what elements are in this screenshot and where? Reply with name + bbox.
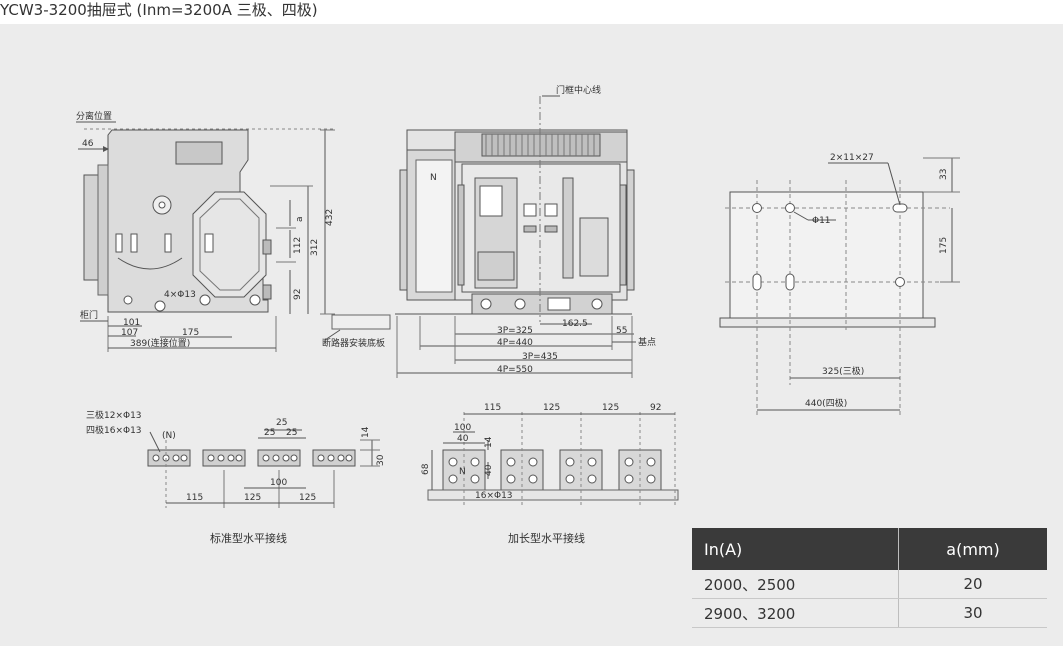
caption-std: 标准型水平接线 bbox=[210, 531, 287, 545]
dim-440-4p: 440(四极) bbox=[805, 397, 847, 409]
dim-3p-435: 3P=435 bbox=[522, 352, 558, 362]
label-n-front: N bbox=[430, 173, 437, 183]
dim-4p-550: 4P=550 bbox=[497, 365, 533, 375]
dim-107: 107 bbox=[121, 328, 138, 338]
label-mount-base: 断路器安装底板 bbox=[322, 337, 385, 349]
dim-432: 432 bbox=[325, 209, 335, 226]
dim-std-125-2: 125 bbox=[299, 493, 316, 503]
caption-ext: 加长型水平接线 bbox=[508, 531, 585, 545]
dim-std-14: 14 bbox=[361, 426, 371, 438]
dim-3p-325: 3P=325 bbox=[497, 326, 533, 336]
label-ext-holes: 16×Φ13 bbox=[475, 491, 513, 501]
page-title: YCW3-3200抽屉式 (Inm=3200A 三极、四极) bbox=[0, 1, 318, 19]
dim-162-5: 162.5 bbox=[562, 319, 588, 329]
dim-175-mount: 175 bbox=[939, 237, 949, 254]
dim-ext-14: 14 bbox=[484, 436, 494, 448]
table-cell-in: 2900、3200 bbox=[692, 598, 899, 628]
table-cell-a: 20 bbox=[898, 570, 1047, 599]
label-holes: 4×Φ13 bbox=[164, 290, 196, 300]
label-phi11: Φ11 bbox=[812, 216, 831, 226]
dim-ext-115: 115 bbox=[484, 403, 501, 413]
dim-46: 46 bbox=[82, 139, 94, 149]
dim-ext-125-2: 125 bbox=[602, 403, 619, 413]
table-row: 2000、2500 20 bbox=[692, 570, 1047, 599]
dim-ext-100: 100 bbox=[454, 423, 471, 433]
dim-std-25-top: 25 bbox=[276, 418, 287, 428]
label-std-n: (N) bbox=[162, 431, 176, 441]
table-header-a: a(mm) bbox=[898, 528, 1047, 570]
label-slots: 2×11×27 bbox=[830, 153, 874, 163]
dim-325-3p: 325(三极) bbox=[822, 365, 864, 377]
dim-312: 312 bbox=[310, 239, 320, 256]
table-cell-in: 2000、2500 bbox=[692, 570, 899, 599]
dim-112: 112 bbox=[293, 237, 303, 254]
dim-ext-92: 92 bbox=[650, 403, 661, 413]
dim-std-30: 30 bbox=[376, 454, 386, 466]
label-std-3p: 三极12×Φ13 bbox=[86, 409, 142, 421]
dim-std-115: 115 bbox=[186, 493, 203, 503]
dim-std-25-right: 25 bbox=[286, 428, 297, 438]
label-std-4p: 四极16×Φ13 bbox=[86, 424, 142, 436]
table-header-row: In(A) a(mm) bbox=[692, 528, 1047, 570]
dim-ext-125-1: 125 bbox=[543, 403, 560, 413]
dim-std-25-left: 25 bbox=[264, 428, 275, 438]
std-wiring: 三极12×Φ13 四极16×Φ13 (N) 25 25 25 14 30 100… bbox=[86, 409, 386, 545]
dim-389: 389(连接位置) bbox=[130, 337, 190, 349]
label-cabinet-door: 柜门 bbox=[80, 309, 98, 321]
dim-55: 55 bbox=[616, 326, 627, 336]
side-view: 分离位置 46 a 432 312 112 92 4×Φ13 柜门 101 10… bbox=[76, 110, 391, 352]
dim-ext-68: 68 bbox=[421, 463, 431, 475]
table-cell-a: 30 bbox=[898, 598, 1047, 628]
dim-4p-440: 4P=440 bbox=[497, 338, 533, 348]
dim-std-125-1: 125 bbox=[244, 493, 261, 503]
label-ext-n: N bbox=[459, 467, 466, 477]
table-header-in: In(A) bbox=[692, 528, 899, 570]
dim-std-100: 100 bbox=[270, 478, 287, 488]
table-row: 2900、3200 30 bbox=[692, 598, 1047, 628]
ext-wiring: 115 125 125 92 100 40 14 68 40 N 16×Φ13 … bbox=[421, 403, 679, 545]
dim-175: 175 bbox=[182, 328, 199, 338]
dim-101: 101 bbox=[123, 318, 140, 328]
dim-ext-40-top: 40 bbox=[457, 434, 469, 444]
label-disconnect-position: 分离位置 bbox=[76, 110, 112, 122]
dim-33: 33 bbox=[939, 169, 949, 180]
dim-ext-40-side: 40 bbox=[484, 464, 494, 476]
label-datum: 基点 bbox=[638, 336, 656, 348]
spec-table: In(A) a(mm) 2000、2500 20 2900、3200 30 bbox=[692, 528, 1047, 628]
front-view: 门框中心线 N 162.5 55 3P=325 4P=440 3P=435 4P… bbox=[395, 84, 656, 378]
dim-a: a bbox=[295, 216, 305, 222]
mount-view: 2×11×27 33 Φ11 175 325(三极) 440(四极) bbox=[719, 153, 960, 415]
label-door-center: 门框中心线 bbox=[556, 84, 601, 96]
dim-92: 92 bbox=[293, 289, 303, 300]
